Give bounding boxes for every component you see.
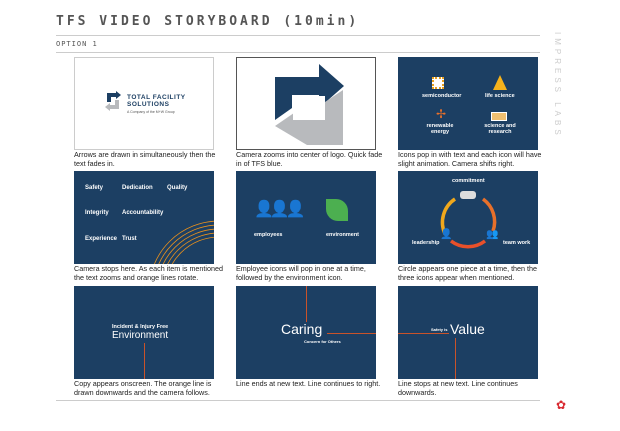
- value-word: Accountability: [122, 210, 164, 216]
- leaf-icon: [326, 199, 348, 221]
- frame-3: semiconductor life science ✢ renewable e…: [398, 57, 538, 150]
- option-label: OPTION 1: [56, 40, 98, 48]
- value-word: Quality: [167, 185, 188, 191]
- value-word: Safety: [85, 185, 104, 191]
- frame-8: Caring Concern for Others: [236, 286, 376, 379]
- orange-arcs: [154, 220, 214, 264]
- logo-text: SOLUTIONS: [127, 101, 170, 108]
- frame-6: commitment 👤 leadership 👥 team work: [398, 171, 538, 264]
- frame-9: Safety is Value: [398, 286, 538, 379]
- divider: [56, 400, 540, 401]
- handshake-icon: [460, 191, 476, 199]
- icon-label: science and research: [484, 123, 516, 135]
- frame-2: [236, 57, 376, 150]
- page-title: TFS VIDEO STORYBOARD (10min): [56, 14, 360, 29]
- small-text: Incident & Injury Free: [112, 324, 169, 330]
- employees-icon: 👤👤👤: [254, 201, 306, 218]
- frame-4: Safety Dedication Quality Integrity Acco…: [74, 171, 214, 264]
- frame-caption: Icons pop in with text and each icon wil…: [398, 150, 542, 168]
- icon-label: life science: [485, 93, 515, 99]
- leader-icon: 👤: [440, 229, 453, 240]
- value-word: Dedication: [122, 185, 153, 191]
- divider: [56, 52, 540, 53]
- impress-labs-logo-icon: ✿: [556, 398, 567, 412]
- icon-label: semiconductor: [422, 93, 462, 99]
- frame-caption: Employee icons will pop in one at a time…: [236, 264, 366, 282]
- chip-icon: [432, 77, 444, 89]
- tfs-logo-icon: [275, 64, 344, 145]
- orange-line: [144, 343, 145, 379]
- frame-7: Incident & Injury Free Environment: [74, 286, 214, 379]
- logo-text: TOTAL FACILITY: [127, 94, 186, 101]
- orange-line: [327, 333, 376, 334]
- icon-label: employees: [254, 232, 283, 238]
- frame-caption: Line stops at new text. Line continues d…: [398, 379, 518, 397]
- big-text: Environment: [112, 330, 169, 341]
- value-word: Experience: [85, 236, 118, 242]
- orange-line: [455, 338, 456, 379]
- icon-label: environment: [326, 232, 360, 238]
- logo-subtext: A Company of the M+W Group: [127, 110, 175, 114]
- tfs-logo-icon: [105, 91, 121, 111]
- cycle-circle: [440, 197, 497, 249]
- frame-caption: Copy appears onscreen. The orange line i…: [74, 379, 212, 397]
- value-word: Trust: [122, 236, 137, 242]
- orange-line: [398, 333, 449, 334]
- value-word: Integrity: [85, 210, 109, 216]
- frame-caption: Arrows are drawn in simultaneously then …: [74, 150, 216, 168]
- frame-caption: Line ends at new text. Line continues to…: [236, 379, 381, 388]
- frame-5: 👤👤👤 employees environment: [236, 171, 376, 264]
- icon-label: commitment: [452, 178, 485, 184]
- icon-label: team work: [503, 240, 531, 246]
- orange-line: [306, 286, 307, 322]
- small-text: Concern for Others: [304, 339, 341, 344]
- big-text: Value: [450, 321, 485, 337]
- frame-caption: Camera zooms into center of logo. Quick …: [236, 150, 383, 168]
- frame-1: TOTAL FACILITY SOLUTIONS A Company of th…: [74, 57, 214, 150]
- wind-turbine-icon: ✢: [436, 107, 447, 121]
- small-text: Safety is: [431, 327, 448, 332]
- divider: [56, 35, 540, 36]
- flask-icon: [493, 75, 507, 90]
- frame-caption: Camera stops here. As each item is menti…: [74, 264, 224, 282]
- icon-label: renewable energy: [426, 123, 454, 135]
- laptop-icon: [491, 112, 507, 121]
- side-brand-label: IMPRESS LABS: [553, 32, 562, 139]
- big-text: Caring: [281, 321, 323, 337]
- icon-label: leadership: [412, 240, 440, 246]
- frame-caption: Circle appears one piece at a time, then…: [398, 264, 538, 282]
- team-icon: 👥: [486, 229, 499, 240]
